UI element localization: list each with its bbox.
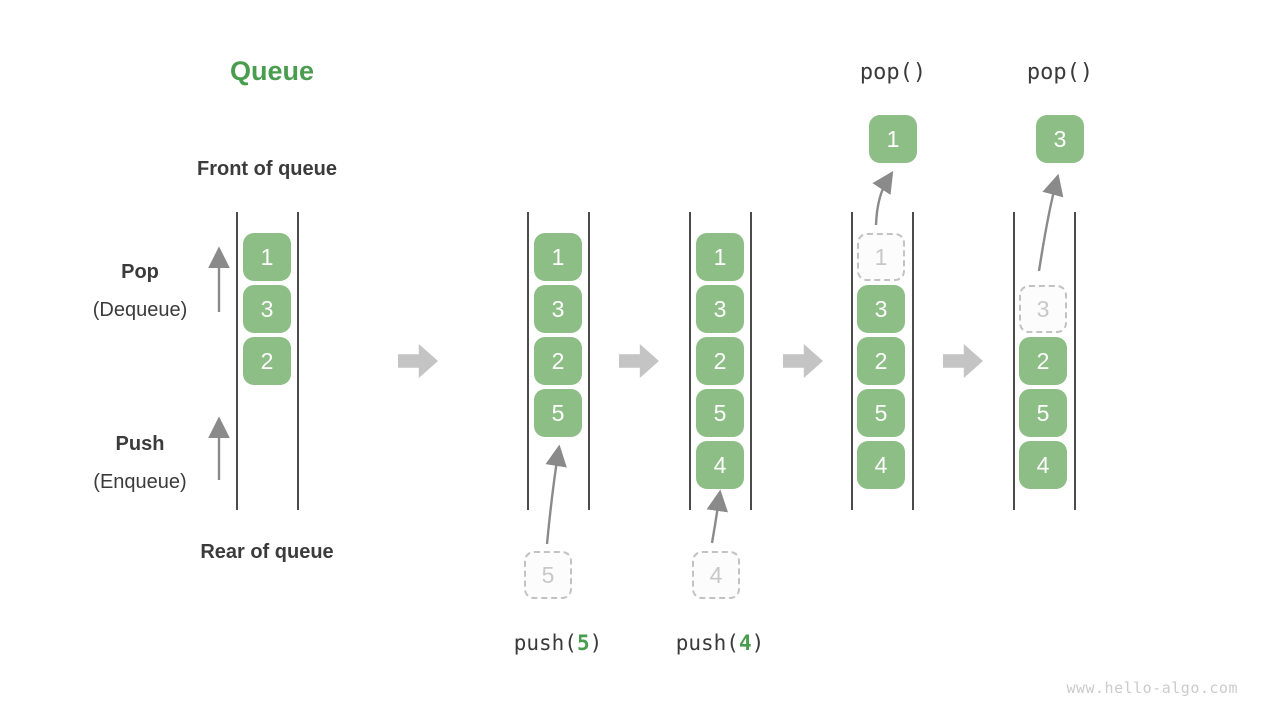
- queue-element: 4: [1019, 441, 1067, 489]
- queue-element: 5: [696, 389, 744, 437]
- popped-element: 3: [1036, 115, 1084, 163]
- push-operation-arg: 4: [738, 631, 752, 655]
- push-operation-arg: 5: [576, 631, 590, 655]
- queue-wall: [297, 212, 299, 510]
- push-label: Push: [115, 433, 165, 455]
- enqueue-sublabel: (Enqueue): [93, 471, 187, 493]
- queue-element: 3: [243, 285, 291, 333]
- queue-element: 2: [243, 337, 291, 385]
- stage-transition-arrow-icon: [398, 344, 438, 378]
- queue-element: 1: [534, 233, 582, 281]
- queue-element: 2: [696, 337, 744, 385]
- watermark: www.hello-algo.com: [1066, 679, 1238, 697]
- pop-operation-label: pop(): [859, 60, 927, 85]
- incoming-element-ghost: 4: [692, 551, 740, 599]
- queue-wall: [912, 212, 914, 510]
- push-operation-label: push(4): [640, 631, 800, 655]
- queue-title: Queue: [230, 56, 315, 86]
- stage-transition-arrow-icon: [619, 344, 659, 378]
- queue-wall: [527, 212, 529, 510]
- pop-label: Pop: [121, 261, 159, 283]
- queue-element: 2: [534, 337, 582, 385]
- incoming-element-ghost: 5: [524, 551, 572, 599]
- pop-1-arrow-icon: [872, 170, 894, 226]
- queue-element: 2: [857, 337, 905, 385]
- queue-wall: [236, 212, 238, 510]
- queue-wall: [1074, 212, 1076, 510]
- queue-element: 5: [534, 389, 582, 437]
- stage-transition-arrow-icon: [783, 344, 823, 378]
- queue-element: 4: [696, 441, 744, 489]
- queue-wall: [750, 212, 752, 510]
- queue-wall: [588, 212, 590, 510]
- push-operation-label: push(5): [478, 631, 638, 655]
- push-side-label: Push (Enqueue): [55, 433, 225, 494]
- queue-element-ghost: 1: [857, 233, 905, 281]
- push-operation-text: ): [589, 631, 603, 655]
- push-operation-text: push(: [675, 631, 739, 655]
- queue-element: 1: [243, 233, 291, 281]
- push-4-arrow-icon: [706, 489, 728, 544]
- pop-side-label: Pop (Dequeue): [55, 261, 225, 322]
- queue-element: 3: [696, 285, 744, 333]
- front-of-queue-label: Front of queue: [197, 158, 337, 180]
- queue-element: 1: [696, 233, 744, 281]
- queue-element: 5: [1019, 389, 1067, 437]
- queue-element: 2: [1019, 337, 1067, 385]
- popped-element: 1: [869, 115, 917, 163]
- pop-operation-label: pop(): [1026, 60, 1094, 85]
- dequeue-sublabel: (Dequeue): [92, 299, 188, 321]
- push-operation-text: ): [751, 631, 765, 655]
- queue-element: 3: [534, 285, 582, 333]
- queue-wall: [689, 212, 691, 510]
- queue-element-ghost: 3: [1019, 285, 1067, 333]
- queue-wall: [1013, 212, 1015, 510]
- queue-wall: [851, 212, 853, 510]
- queue-element: 3: [857, 285, 905, 333]
- rear-of-queue-label: Rear of queue: [200, 541, 334, 563]
- stage-transition-arrow-icon: [943, 344, 983, 378]
- queue-element: 4: [857, 441, 905, 489]
- push-5-arrow-icon: [545, 444, 567, 545]
- queue-element: 5: [857, 389, 905, 437]
- pop-3-arrow-icon: [1037, 173, 1064, 272]
- push-operation-text: push(: [513, 631, 577, 655]
